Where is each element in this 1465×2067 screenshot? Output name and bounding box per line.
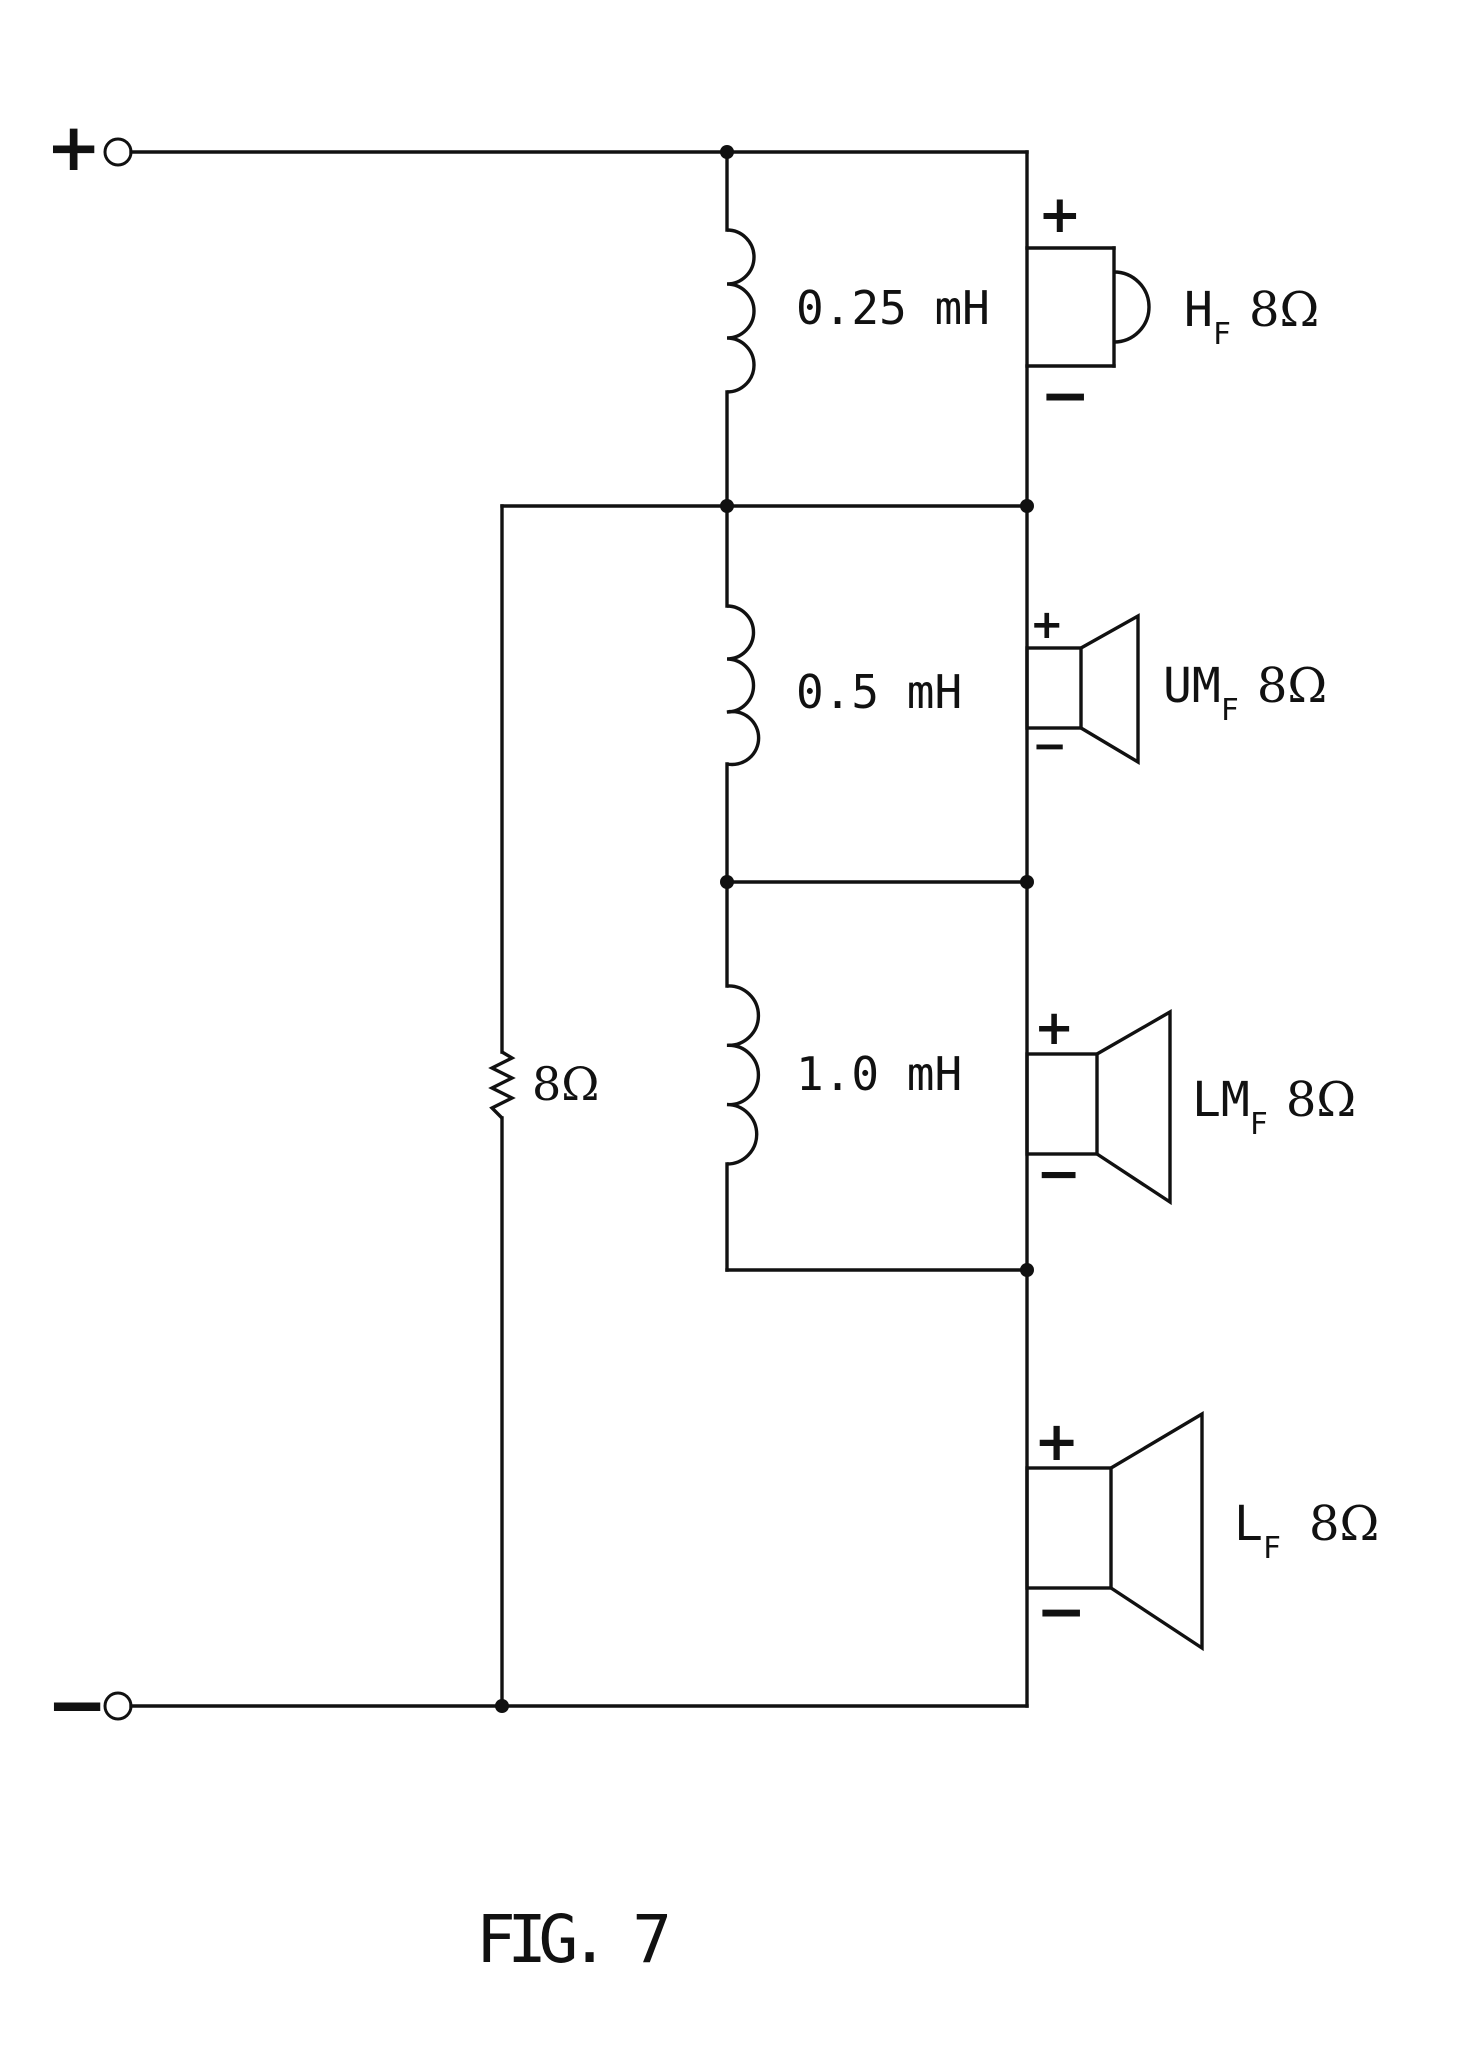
plus-sign: +	[1034, 1410, 1079, 1473]
plus-sign: +	[1038, 185, 1082, 245]
inductor-1-0mh: 1.0 mH	[727, 986, 962, 1164]
speaker-lmf: + − LMF8Ω	[1027, 1000, 1356, 1205]
figure-caption: FIG. 7	[476, 1901, 672, 1978]
inductor-0-5mh: 0.5 mH	[727, 606, 962, 765]
inductor-value-label: 1.0 mH	[796, 1047, 962, 1101]
plus-sign: +	[1030, 602, 1064, 648]
positive-input-terminal: +	[46, 109, 131, 186]
inductor-0-25mh: 0.25 mH	[727, 230, 990, 392]
positive-terminal-sign: +	[46, 109, 101, 186]
speaker-label: LMF8Ω	[1192, 1072, 1356, 1142]
negative-terminal-sign: −	[46, 1662, 108, 1748]
speaker-umf: + − UMF8Ω	[1027, 602, 1327, 770]
speaker-label: LF8Ω	[1234, 1496, 1379, 1566]
negative-input-terminal: −	[46, 1662, 131, 1748]
inductor-value-label: 0.25 mH	[796, 281, 990, 335]
resistor-8ohm: 8Ω	[492, 1052, 599, 1118]
inductor-value-label: 0.5 mH	[796, 665, 962, 719]
minus-sign: −	[1036, 1577, 1086, 1647]
resistor-value-label: 8Ω	[532, 1057, 599, 1111]
wiring	[131, 152, 1027, 1706]
minus-sign: −	[1036, 1142, 1081, 1205]
minus-sign: −	[1032, 721, 1067, 770]
speaker-hf: + − HF8Ω	[1027, 185, 1319, 431]
plus-sign: +	[1034, 1000, 1074, 1056]
speaker-lf: + − LF8Ω	[1027, 1410, 1379, 1648]
minus-sign: −	[1040, 361, 1090, 431]
speaker-label: UMF8Ω	[1163, 658, 1327, 728]
speaker-label: HF8Ω	[1184, 282, 1319, 352]
junction-dots	[495, 145, 1034, 1713]
